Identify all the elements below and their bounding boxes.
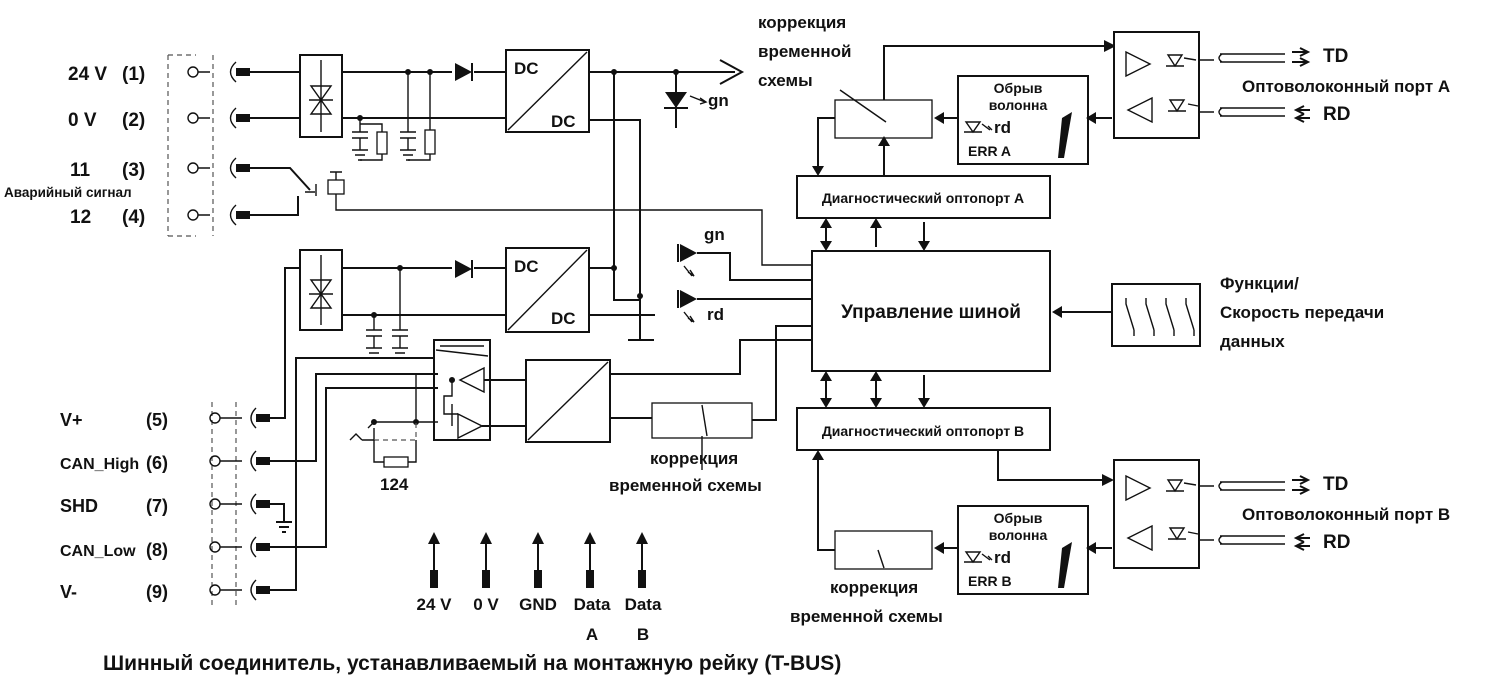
fiber-break-a-rd: rd [994, 118, 1011, 137]
port-a-label: Оптоволоконный порт A [1242, 77, 1450, 96]
tbus-signal-5: Data [625, 595, 662, 614]
fiber-break-a-block: Обрыв волонна rd ERR A [934, 75, 1112, 165]
fiber-break-b-l2: волонна [989, 527, 1048, 543]
correction-b-l1: коррекция [830, 578, 918, 597]
terminal-block-top [167, 54, 250, 237]
diag-port-b-label: Диагностический оптопорт B [822, 423, 1024, 439]
dip-switch-block [1052, 283, 1201, 347]
fiber-break-b-block: Обрыв волонна rd ERR B [934, 505, 1112, 595]
diode-top [455, 63, 472, 81]
terminal-num-8: (8) [146, 540, 168, 560]
top-power-path: DC DC [250, 49, 745, 340]
fiber-break-b-rd: rd [994, 548, 1011, 567]
terminal-name-1: 24 V [68, 64, 107, 85]
tbus-signal-2: 0 V [473, 595, 499, 614]
correction-can-l1: коррекция [650, 449, 738, 468]
correction-a-block [812, 40, 1116, 176]
dcdc-bottom-out: DC [551, 309, 576, 328]
led-bus-rd-label: rd [707, 305, 724, 324]
diode-bottom [455, 260, 472, 278]
tbus-signal-4-sub: A [586, 625, 598, 644]
terminal-labels-bottom: V+ (5) CAN_High (6) SHD (7) CAN_Low (8) … [60, 410, 168, 602]
port-b-rd: RD [1323, 532, 1350, 553]
tbus-caption: Шинный соединитель, устанавливаемый на м… [103, 652, 841, 675]
dcdc-top-in: DC [514, 59, 539, 78]
terminal-num-7: (7) [146, 496, 168, 516]
terminal-block-bottom [209, 402, 270, 606]
terminal-name-6: CAN_High [60, 456, 139, 473]
bus-control-label: Управление шиной [841, 302, 1021, 323]
tbus-signal-1: 24 V [417, 595, 453, 614]
fiber-b-lines [1218, 475, 1311, 551]
dcdc-bottom-in: DC [514, 257, 539, 276]
terminal-num-6: (6) [146, 453, 168, 473]
fiber-break-b-l1: Обрыв [994, 510, 1043, 526]
tbus-signal-5-sub: B [637, 625, 649, 644]
led-gn-top: gn [664, 91, 729, 110]
dcdc-top-out: DC [551, 112, 576, 131]
terminal-name-5: V+ [60, 410, 83, 430]
port-b-td: TD [1323, 474, 1348, 495]
correction-a-l1: коррекция [758, 13, 846, 32]
led-gn-top-label: gn [708, 91, 729, 110]
transceiver-a-block [1113, 31, 1214, 139]
terminal-num-4: (4) [122, 207, 145, 228]
terminal-num-1: (1) [122, 64, 145, 85]
can-transceiver: 124 [270, 339, 526, 548]
terminal-name-8: CAN_Low [60, 543, 136, 560]
bus-control-block: Управление шиной [811, 250, 1051, 372]
alarm-relay [250, 167, 812, 266]
terminal-name-9: V- [60, 582, 77, 602]
terminal-name-7: SHD [60, 496, 98, 516]
diag-port-a-block: Диагностический оптопорт A [796, 175, 1051, 219]
resistor-label: 124 [380, 475, 409, 494]
functions-l2: Скорость передачи [1220, 303, 1384, 322]
terminal-num-5: (5) [146, 410, 168, 430]
correction-a-l3: схемы [758, 71, 813, 90]
terminal-num-9: (9) [146, 582, 168, 602]
port-a-rd: RD [1323, 104, 1350, 125]
alarm-label: Аварийный сигнал [4, 185, 132, 200]
bottom-power-path: DC DC [270, 247, 655, 591]
terminal-labels-top: 24 V (1) 0 V (2) 11 (3) 12 (4) [68, 64, 145, 228]
terminal-num-2: (2) [122, 110, 145, 131]
fiber-break-a-l1: Обрыв [994, 80, 1043, 96]
transceiver-b-block [1113, 459, 1214, 569]
functions-l3: данных [1220, 332, 1285, 351]
diag-port-b-block: Диагностический оптопорт B [796, 407, 1051, 451]
correction-can-l2: временной схемы [609, 476, 762, 495]
functions-l1: Функции/ [1220, 274, 1299, 293]
port-b-label: Оптоволоконный порт B [1242, 505, 1450, 524]
terminal-name-2: 0 V [68, 110, 97, 131]
terminal-name-4: 12 [70, 207, 91, 228]
terminal-num-3: (3) [122, 160, 145, 181]
led-bus-rd: rd [677, 290, 812, 324]
tbus-signal-3: GND [519, 595, 557, 614]
fiber-break-a-err: ERR A [968, 143, 1011, 159]
fiber-a-lines [1218, 47, 1311, 123]
fiber-break-a-l2: волонна [989, 97, 1048, 113]
correction-a-l2: временной [758, 42, 851, 61]
tbus-signal-labels: 24 V 0 V GND Data A Data B [417, 595, 662, 644]
isolator-can [498, 325, 812, 470]
terminal-name-3: 11 [70, 160, 91, 181]
diag-bus-arrows [820, 218, 930, 408]
diag-port-a-label: Диагностический оптопорт A [822, 190, 1024, 206]
correction-b-block [812, 450, 1114, 570]
tbus-signal-4: Data [574, 595, 611, 614]
fiber-break-b-err: ERR B [968, 573, 1012, 589]
led-bus-gn: gn [677, 225, 812, 281]
port-a-td: TD [1323, 46, 1348, 67]
correction-b-l2: временной схемы [790, 607, 943, 626]
tbus-arrows [428, 532, 648, 588]
led-bus-gn-label: gn [704, 225, 725, 244]
